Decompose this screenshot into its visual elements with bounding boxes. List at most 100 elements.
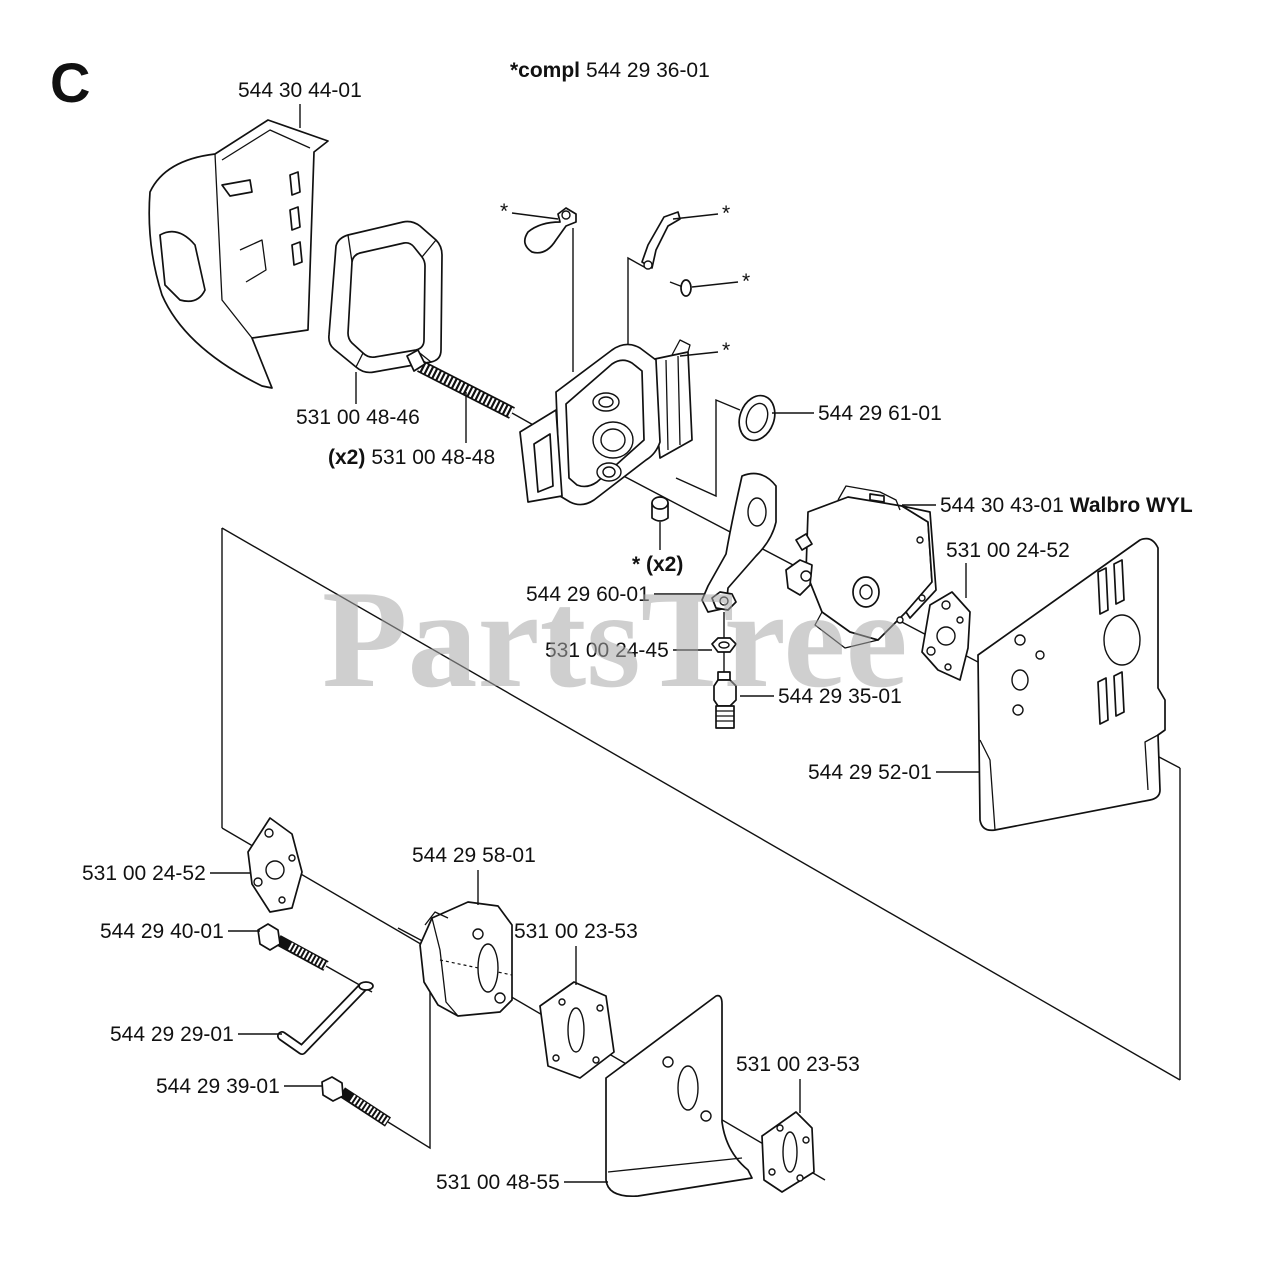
cover-slot (291, 241, 303, 266)
manifold-bolt-hole (472, 928, 484, 940)
spacer-top (651, 496, 669, 510)
base-flange-slot (533, 433, 554, 493)
label-lever: 544 29 29-01 (110, 1023, 234, 1046)
manifold-hidden-line (439, 959, 513, 976)
gasket-bolt-hole (944, 663, 952, 671)
gasket-bolt-hole (592, 1056, 600, 1064)
heat-shield (977, 537, 1166, 832)
marker-base-plate: * (722, 339, 730, 362)
heat-shield-port (1011, 669, 1029, 691)
heat-shield-slot (1097, 567, 1109, 615)
plate-hole (700, 1110, 712, 1122)
gasket-bolt-hole (796, 1174, 804, 1182)
plate-fold (607, 1157, 743, 1173)
gasket-bolt-hole (768, 1168, 776, 1176)
label-bolt-lower: 544 29 39-01 (156, 1075, 280, 1098)
throttle-shaft (800, 570, 812, 582)
cover-cutout (221, 179, 253, 197)
fitting-hex (713, 679, 737, 707)
bolt-bracket-line (387, 927, 431, 1150)
fuel-fitting (713, 671, 737, 729)
carburetor (785, 485, 937, 649)
base-hole-top-inner (598, 396, 614, 408)
gasket-bolt-hole (956, 616, 964, 624)
label-intake-manifold: 544 29 58-01 (412, 844, 536, 867)
heat-shield-slot (1113, 559, 1125, 605)
filter-edges (347, 234, 437, 368)
choke-link (523, 207, 577, 254)
bolt-upper (257, 923, 329, 971)
choke-pin (795, 533, 813, 551)
gasket-port (265, 860, 285, 880)
gasket-ring-inner (745, 402, 769, 434)
gasket-bolt-hole (802, 1136, 810, 1144)
carburetor-venturi-hole (859, 584, 873, 600)
label-cylinder-gasket: 531 00 23-53 (736, 1053, 860, 1076)
intake-manifold (419, 901, 513, 1017)
lever-wire (278, 984, 366, 1054)
hex-nut (711, 637, 737, 653)
bolt-head (321, 1076, 344, 1102)
bolt-shaft (338, 1087, 392, 1127)
leader-line (679, 351, 719, 357)
carburetor-gasket (921, 591, 971, 681)
leader-line (511, 212, 559, 220)
cover-inner-edge (221, 129, 311, 161)
manifold-gasket-outer (247, 817, 303, 913)
bracket-nut-hole (719, 596, 729, 606)
carburetor-pump-cover (901, 505, 937, 619)
gasket-bolt-hole (941, 600, 951, 610)
carburetor-part-number: 544 30 43-01 (940, 494, 1064, 517)
pump-cover-screw (918, 594, 926, 602)
air-filter (328, 220, 443, 374)
gasket-bolt-hole (926, 646, 936, 656)
cover-slot (289, 171, 301, 196)
choke-screw (669, 279, 692, 297)
spacer (651, 496, 669, 522)
heat-shield-slot (1113, 671, 1125, 717)
leader-lines (210, 104, 980, 1183)
bolt-head (257, 923, 281, 951)
cover-shell (148, 119, 329, 389)
gasket-bolt-hole (776, 1124, 784, 1132)
long-screw (406, 349, 515, 419)
carburetor-lower-edge (814, 611, 879, 649)
heat-shield-hole (1035, 650, 1045, 660)
label-bracket: 544 29 60-01 (526, 583, 650, 606)
label-manifold-gasket-outer: 531 00 24-52 (82, 862, 206, 885)
base-intake-port-inner (600, 428, 626, 452)
connecting-diagonal (221, 527, 1181, 1081)
bracket-hole (747, 497, 767, 527)
label-air-filter-cover: 544 30 44-01 (238, 79, 362, 102)
marker-choke-screw: * (742, 270, 750, 293)
nut-hole (718, 641, 730, 649)
gasket-bolt-hole (558, 998, 566, 1006)
air-filter-cover (148, 119, 329, 389)
carburetor-top-tab (869, 493, 885, 503)
heat-shield-oval (1103, 614, 1141, 666)
leader-line (672, 213, 719, 220)
insulator-plate (605, 994, 753, 1198)
choke-screw-head (680, 279, 692, 297)
gasket-bolt-hole (264, 828, 274, 838)
pump-cover-screw (916, 536, 924, 544)
heat-shield-hole (1014, 634, 1026, 646)
cylinder-gasket (761, 1111, 815, 1193)
bolt-thread (288, 942, 328, 970)
gasket-bolt-hole (552, 1054, 560, 1062)
header-prefix: *compl (510, 59, 580, 82)
label-gasket-ring: 544 29 61-01 (818, 402, 942, 425)
label-carburetor-gasket: 531 00 24-52 (946, 539, 1070, 562)
pump-cover-screw (896, 616, 904, 624)
plate-port (677, 1065, 699, 1111)
label-spacer: * (x2) (632, 553, 683, 576)
gasket-bolt-hole (278, 896, 286, 904)
carburetor-bracket (701, 472, 777, 613)
manifold-front-edge (424, 911, 459, 1017)
gasket-bolt-hole (596, 1004, 604, 1012)
base-hole-bottom-inner (602, 466, 616, 478)
